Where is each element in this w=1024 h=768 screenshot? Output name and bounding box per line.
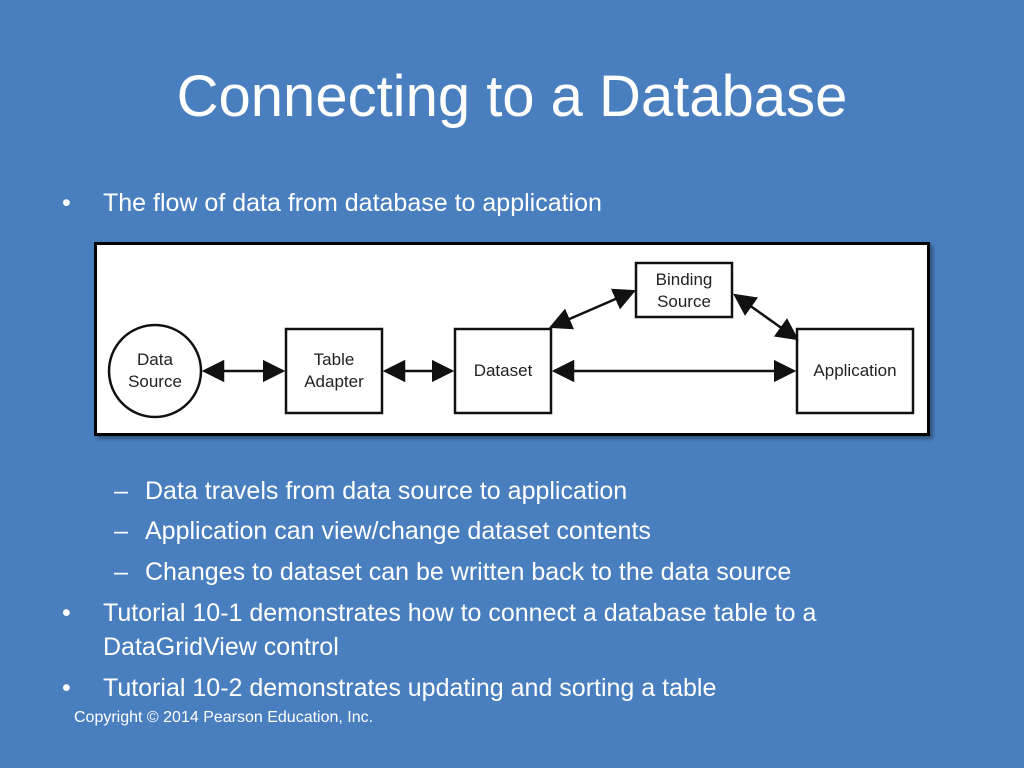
arrow-binding-application bbox=[733, 293, 799, 341]
bullet-text: The flow of data from database to applic… bbox=[103, 189, 602, 217]
bullet-text: Tutorial 10-2 demonstrates updating and … bbox=[103, 674, 717, 702]
bullet-text: Tutorial 10-1 demonstrates how to connec… bbox=[103, 599, 817, 627]
dash-mark: – bbox=[114, 558, 128, 586]
data-source-label-1: Data bbox=[137, 350, 173, 369]
binding-source-label-1: Binding bbox=[656, 270, 713, 289]
sub-bullet-text: Changes to dataset can be written back t… bbox=[145, 558, 792, 586]
dash-mark: – bbox=[114, 517, 128, 545]
binding-source-node bbox=[634, 261, 734, 319]
application-node bbox=[795, 327, 915, 415]
table-adapter-label-2: Adapter bbox=[304, 372, 364, 391]
bullet-mark: • bbox=[62, 189, 71, 217]
copyright-notice: Copyright © 2014 Pearson Education, Inc. bbox=[74, 709, 374, 726]
bullet-mark: • bbox=[62, 599, 71, 627]
data-source-node bbox=[107, 323, 203, 419]
bullet-mark: • bbox=[62, 674, 71, 702]
table-adapter-label-1: Table bbox=[314, 350, 355, 369]
sub-bullet-text: Data travels from data source to applica… bbox=[145, 477, 628, 505]
sub-bullet-text: Application can view/change dataset cont… bbox=[145, 517, 651, 545]
dataset-node bbox=[453, 327, 553, 415]
slide-title: Connecting to a Database bbox=[176, 64, 848, 129]
diagram-svg: Data Source Table Adapter Dataset Bindin… bbox=[107, 261, 915, 419]
arrow-dataset-binding bbox=[548, 288, 637, 330]
dash-mark: – bbox=[114, 477, 128, 505]
application-label: Application bbox=[813, 361, 896, 380]
bullet-text-continued: DataGridView control bbox=[103, 633, 339, 661]
data-source-label-2: Source bbox=[128, 372, 182, 391]
data-flow-diagram: Data Source Table Adapter Dataset Bindin… bbox=[94, 242, 930, 436]
binding-source-label-2: Source bbox=[657, 292, 711, 311]
table-adapter-node bbox=[284, 327, 384, 415]
dataset-label: Dataset bbox=[474, 361, 533, 380]
